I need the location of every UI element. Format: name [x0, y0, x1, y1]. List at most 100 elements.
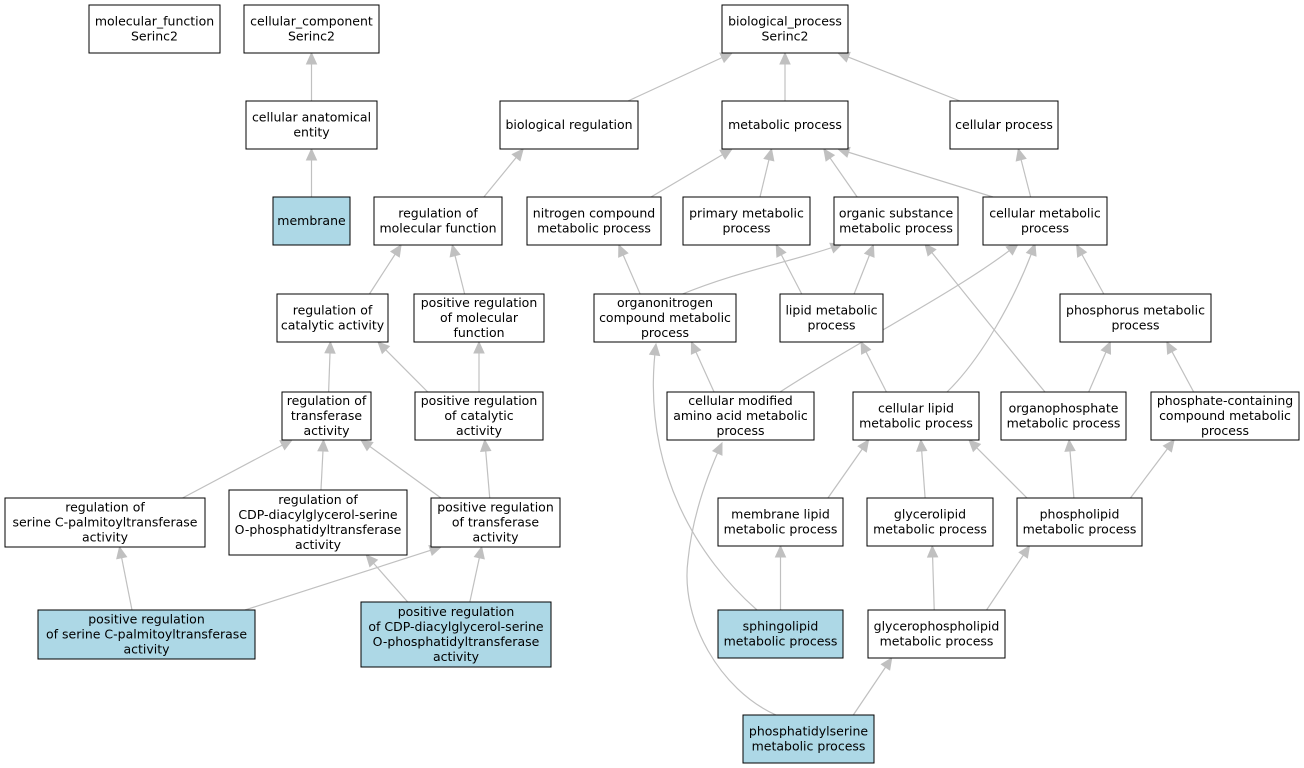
term-box — [4, 497, 206, 548]
term-label-line: Serinc2 — [131, 29, 178, 44]
term-label-line: amino acid metabolic — [673, 408, 808, 423]
term-label-line: of serine C-palmitoyltransferase — [46, 627, 247, 642]
edge-line — [1069, 450, 1075, 499]
arrowhead — [1064, 438, 1076, 452]
edge-line — [921, 450, 926, 499]
arrowhead — [511, 148, 524, 162]
term-label-line: of CDP-diacylglycerol-serine — [368, 619, 544, 634]
term-label-line: of transferase — [452, 515, 540, 530]
edge-line — [829, 157, 858, 198]
edge-line — [827, 448, 863, 499]
edge-layer — [116, 51, 1195, 716]
term-label-line: serine C-palmitoyltransferase — [12, 515, 197, 530]
term-box — [360, 601, 552, 668]
term-label-line: metabolic process — [724, 522, 838, 537]
arrowhead — [719, 148, 734, 160]
arrowhead — [116, 545, 128, 560]
edge-line — [483, 157, 517, 198]
term-label-line: activity — [123, 642, 170, 657]
term-box — [866, 497, 994, 547]
term-label-line: of molecular — [440, 310, 519, 325]
edge-line — [328, 352, 331, 393]
edge-breg-to-bp — [627, 52, 734, 102]
term-label-line: cellular lipid — [878, 401, 954, 416]
edge-posregcdp-to-regcdp — [365, 554, 409, 603]
arrowhead — [836, 51, 851, 63]
term-node-membrane: membrane — [272, 196, 351, 246]
term-box — [721, 4, 849, 54]
edge-sphmp-to-oncmp — [648, 342, 758, 611]
term-box — [281, 391, 372, 441]
edge-line — [182, 444, 283, 499]
term-node-breg: biological regulation — [499, 100, 639, 150]
term-label-line: of catalytic — [444, 408, 513, 423]
term-box — [666, 391, 815, 441]
edge-line — [627, 57, 723, 102]
term-label-line: metabolic process — [1007, 416, 1121, 431]
edge-psmp-to-cmaamp — [686, 441, 777, 716]
term-box — [852, 391, 980, 441]
term-label-line: metabolic process — [724, 634, 838, 649]
term-label-line: O-phosphatidyltransferase — [373, 634, 540, 649]
edge-line — [848, 151, 994, 198]
arrowhead — [305, 147, 318, 161]
term-box — [717, 609, 844, 659]
term-label-line: phosphate-containing — [1157, 393, 1293, 408]
term-label-line: phosphorus metabolic — [1066, 303, 1205, 318]
term-label-line: entity — [293, 125, 330, 140]
arrowhead — [1166, 340, 1178, 355]
edge-cmaamp-to-oncmp — [690, 340, 715, 393]
term-box — [1150, 391, 1300, 441]
term-label-line: molecular_function — [95, 14, 214, 29]
term-node-regcdp: regulation ofCDP-diacylglycerol-serineO-… — [228, 489, 408, 556]
term-label-line: activity — [82, 530, 129, 545]
edge-line — [865, 351, 887, 393]
edge-posregmf-to-regmf — [449, 243, 466, 295]
edge-line — [652, 343, 758, 611]
term-label-line: process — [716, 423, 764, 438]
term-label-line: cellular anatomical — [252, 110, 371, 125]
arrowhead — [479, 438, 492, 452]
edge-pccmp-to-phosmp — [1166, 340, 1195, 393]
arrowhead — [618, 243, 629, 258]
term-label-line: metabolic process — [752, 739, 866, 754]
edge-line — [1081, 254, 1105, 295]
edge-ncmp-to-metp — [650, 148, 734, 198]
term-label-line: regulation of — [293, 303, 373, 318]
term-label-line: catalytic activity — [281, 318, 385, 333]
edge-osmp-to-metp — [823, 148, 858, 198]
term-box — [1059, 293, 1212, 343]
edge-line — [853, 255, 870, 295]
arrowhead — [279, 439, 294, 451]
arrowhead — [1015, 147, 1027, 162]
edge-line — [986, 554, 1024, 611]
term-label-line: organic substance — [839, 206, 954, 221]
term-node-metp: metabolic process — [721, 100, 849, 150]
term-label-line: metabolic process — [1023, 522, 1137, 537]
term-label-line: regulation of — [65, 500, 145, 515]
term-label-line: activity — [295, 537, 342, 552]
term-box — [717, 497, 844, 547]
term-label-line: function — [453, 325, 504, 340]
edge-line — [932, 556, 935, 611]
arrowhead — [1025, 242, 1037, 257]
term-box — [430, 497, 561, 548]
term-label-line: metabolic process — [859, 416, 973, 431]
term-label-line: phosphatidylserine — [749, 724, 868, 739]
edge-line — [385, 349, 429, 393]
arrowhead — [779, 51, 791, 65]
edge-posregspt-to-regspt — [116, 545, 133, 611]
